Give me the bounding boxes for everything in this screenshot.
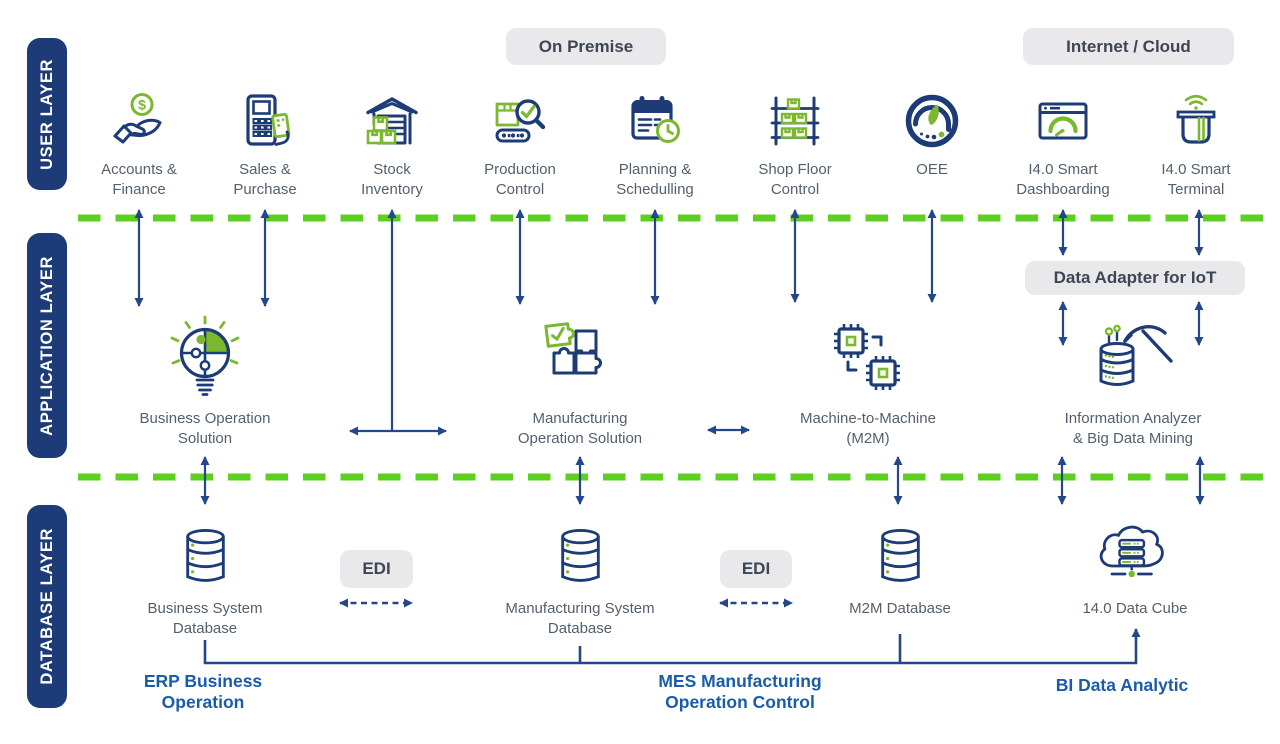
- layer-pill-database-label: DATABASE LAYER: [37, 528, 56, 685]
- internet-cloud-badge-label: Internet / Cloud: [1066, 36, 1191, 56]
- m2m-chips-icon: [768, 308, 968, 406]
- pos-terminal-icon: [195, 85, 335, 157]
- bulb-puzzle-icon: [105, 308, 305, 406]
- database-icon: [800, 520, 1000, 596]
- user-item-smart-terminal: I4.0 Smart Terminal: [1126, 85, 1266, 200]
- db-item-label: 14.0 Data Cube: [1082, 600, 1188, 617]
- user-item-label: Sales & Purchase: [233, 161, 297, 198]
- db-item-manufacturing-system-database: Manufacturing System Database: [480, 520, 680, 639]
- user-item-label: I4.0 Smart Terminal: [1161, 161, 1231, 198]
- edi-badge-left: EDI: [340, 550, 413, 588]
- app-item-machine-to-machine: Machine-to-Machine (M2M): [768, 308, 968, 449]
- card-reader-wifi-icon: [1126, 85, 1266, 157]
- on-premise-badge-label: On Premise: [538, 36, 634, 56]
- user-item-label: Stock Inventory: [361, 161, 423, 198]
- data-adapter-iot-badge-label: Data Adapter for IoT: [1053, 268, 1217, 287]
- edi-badge-right: EDI: [720, 550, 792, 588]
- app-item-manufacturing-operation-solution: Manufacturing Operation Solution: [480, 308, 680, 449]
- user-item-label: Accounts & Finance: [101, 161, 177, 198]
- bottom-group-bi-data-analytic: BI Data Analytic: [1055, 675, 1189, 695]
- hand-coin-icon: $: [69, 85, 209, 157]
- layer-pill-user-label: USER LAYER: [37, 58, 56, 170]
- user-item-label: Planning & Schedulling: [616, 161, 694, 198]
- user-item-label: Shop Floor Control: [758, 161, 832, 198]
- on-premise-badge: On Premise: [506, 28, 666, 65]
- user-item-smart-dashboarding: I4.0 Smart Dashboarding: [993, 85, 1133, 200]
- app-item-business-operation-solution: Business Operation Solution: [105, 308, 305, 449]
- user-item-label: Production Control: [484, 161, 556, 198]
- app-item-label: Business Operation Solution: [139, 410, 271, 447]
- edi-badge-left-label: EDI: [362, 559, 391, 578]
- app-item-label: Machine-to-Machine (M2M): [800, 410, 936, 447]
- storage-rack-icon: [725, 85, 865, 157]
- calendar-clock-icon: [585, 85, 725, 157]
- gauge-icon: [862, 85, 1002, 157]
- internet-cloud-badge: Internet / Cloud: [1023, 28, 1234, 65]
- db-item-label: Manufacturing System Database: [505, 600, 655, 637]
- database-icon: [105, 520, 305, 596]
- user-item-label: I4.0 Smart Dashboarding: [1016, 161, 1110, 198]
- db-item-business-system-database: Business System Database: [105, 520, 305, 639]
- database-icon: [480, 520, 680, 596]
- bottom-group-erp-business-operation: ERP Business Operation: [143, 671, 263, 712]
- puzzle-pieces-icon: [480, 308, 680, 406]
- cloud-database-icon: [1035, 520, 1235, 596]
- data-mining-icon: [1033, 308, 1233, 406]
- browser-dashboard-icon: [993, 85, 1133, 157]
- bottom-group-mes-operation-control: MES Manufacturing Operation Control: [658, 671, 822, 712]
- app-item-information-analyzer: Information Analyzer & Big Data Mining: [1033, 308, 1233, 449]
- db-item-data-cube: 14.0 Data Cube: [1035, 520, 1235, 619]
- user-item-production-control: Production Control: [450, 85, 590, 200]
- user-item-shop-floor-control: Shop Floor Control: [725, 85, 865, 200]
- db-item-m2m-database: M2M Database: [800, 520, 1000, 619]
- layer-pill-application: APPLICATION LAYER: [27, 233, 67, 458]
- user-item-accounts-finance: $ Accounts & Finance: [69, 85, 209, 200]
- app-item-label: Information Analyzer & Big Data Mining: [1064, 410, 1202, 447]
- app-item-label: Manufacturing Operation Solution: [517, 410, 643, 447]
- user-item-stock-inventory: Stock Inventory: [322, 85, 462, 200]
- layer-pill-database: DATABASE LAYER: [27, 505, 67, 708]
- warehouse-icon: [322, 85, 462, 157]
- data-adapter-iot-badge: Data Adapter for IoT: [1025, 261, 1245, 295]
- db-item-label: M2M Database: [849, 600, 951, 617]
- layer-pill-user: USER LAYER: [27, 38, 67, 190]
- db-item-label: Business System Database: [147, 600, 263, 637]
- user-item-sales-purchase: Sales & Purchase: [195, 85, 335, 200]
- user-item-planning-scheduling: Planning & Schedulling: [585, 85, 725, 200]
- svg-text:$: $: [138, 97, 146, 113]
- user-item-label: OEE: [916, 161, 948, 178]
- edi-badge-right-label: EDI: [741, 559, 771, 578]
- layer-pill-application-label: APPLICATION LAYER: [37, 255, 56, 436]
- inspection-conveyor-icon: [450, 85, 590, 157]
- user-item-oee: OEE: [862, 85, 1002, 180]
